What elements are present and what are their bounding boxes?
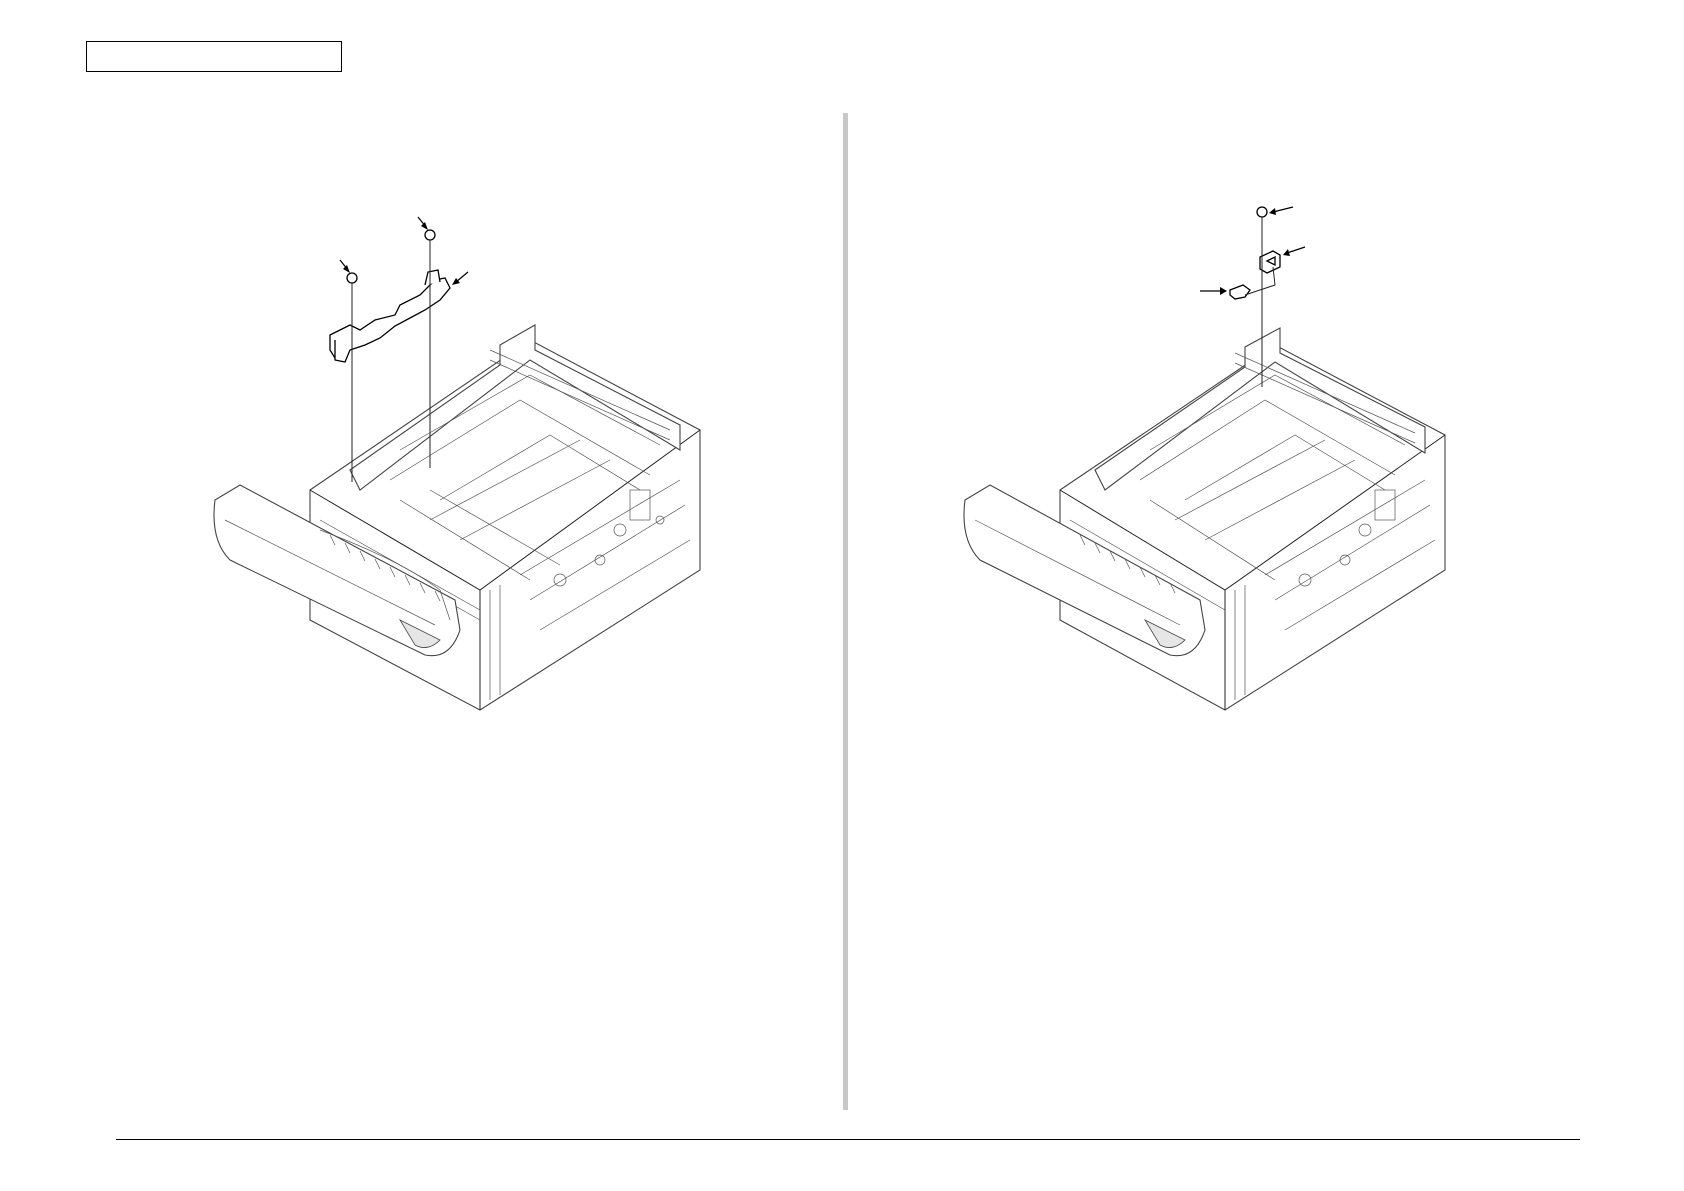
screw-right (425, 230, 435, 249)
arrow-screw (1269, 207, 1293, 215)
arrow-screw-left (340, 260, 350, 273)
screw-left (347, 273, 357, 292)
printer-frame-right (964, 328, 1445, 710)
screw (1257, 207, 1267, 225)
footer-rule (116, 1139, 1580, 1140)
arrow-guide (452, 272, 468, 285)
arrow-sensor (1200, 287, 1227, 295)
printer-frame-left (214, 325, 700, 710)
sensor (1230, 285, 1250, 299)
left-exploded-view-figure (200, 200, 760, 740)
right-exploded-view-figure (955, 195, 1495, 735)
arrow-bracket (1283, 247, 1305, 256)
sensor-bracket (1260, 251, 1280, 273)
guide-part (330, 270, 450, 362)
printer-frame-left-icon (200, 200, 760, 740)
header-box (86, 41, 342, 72)
printer-frame-right-icon (955, 195, 1495, 735)
column-divider (843, 113, 848, 1110)
arrow-screw-right (418, 217, 428, 230)
